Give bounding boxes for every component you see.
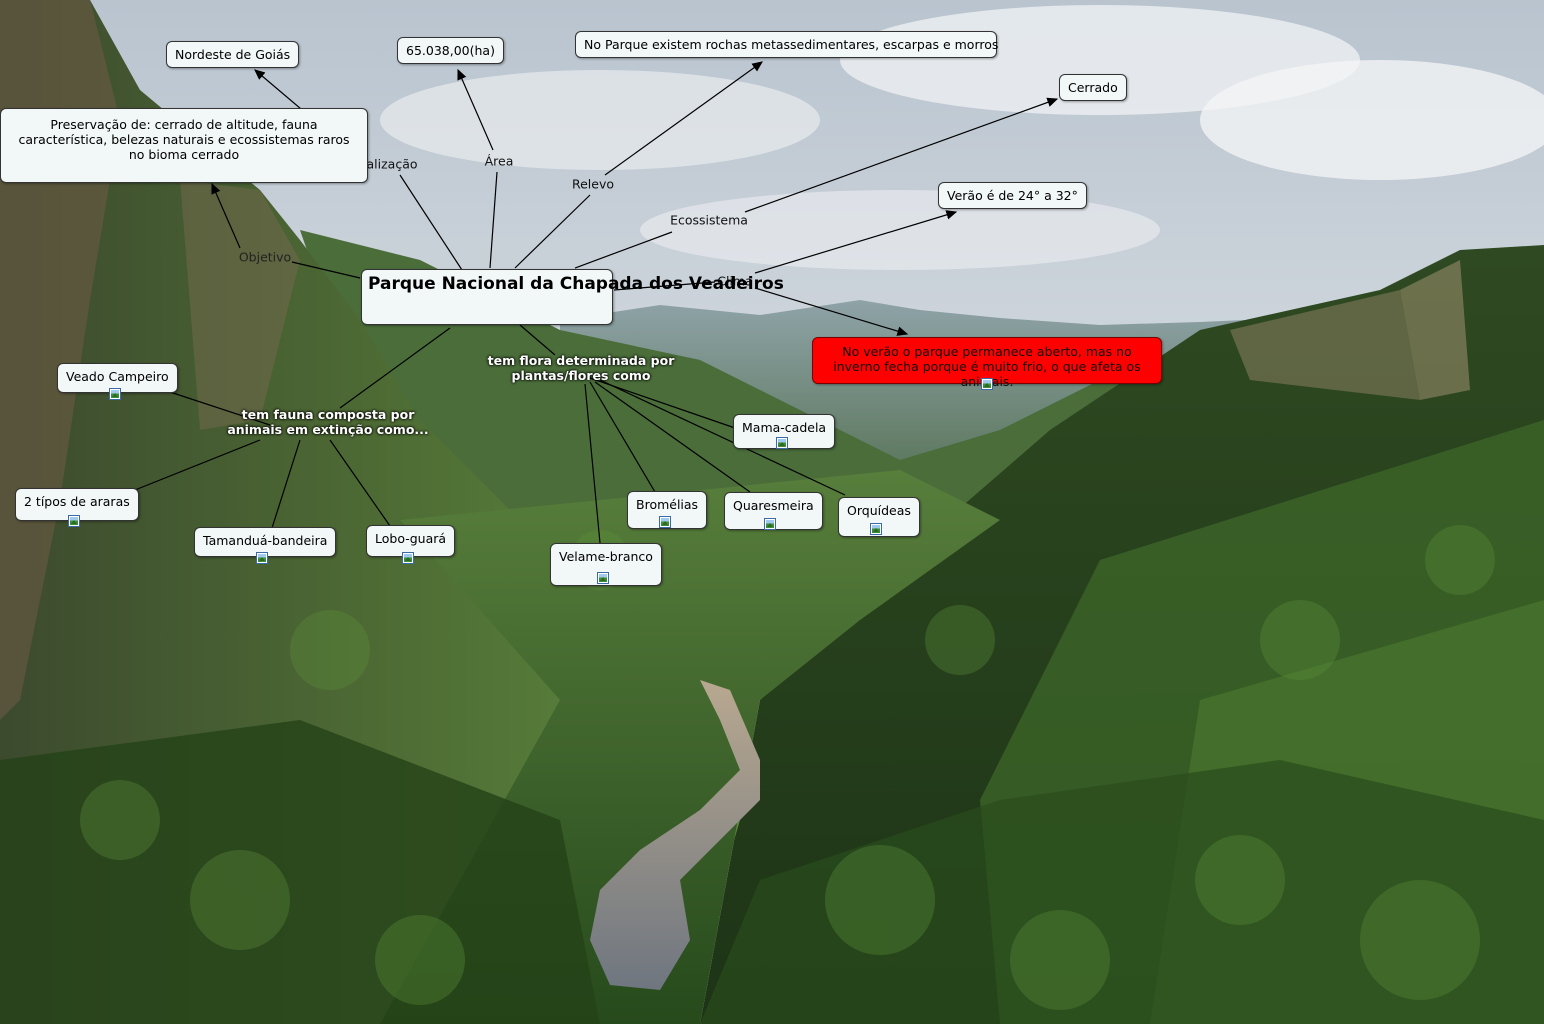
image-icon[interactable] — [402, 552, 414, 564]
node-cerrado[interactable]: Cerrado — [1059, 74, 1127, 101]
link-label-relevo: Relevo — [571, 176, 615, 192]
image-icon[interactable] — [597, 572, 609, 584]
node-relevo[interactable]: No Parque existem rochas metassedimentar… — [575, 31, 998, 58]
image-icon[interactable] — [870, 523, 882, 535]
image-icon[interactable] — [109, 388, 121, 400]
node-preservacao[interactable]: Preservação de: cerrado de altitude, fau… — [0, 108, 368, 183]
image-icon[interactable] — [659, 516, 671, 528]
link-label-fauna: tem fauna composta por animais em extinç… — [227, 407, 429, 437]
node-verao[interactable]: Verão é de 24° a 32° — [938, 182, 1087, 209]
image-icon[interactable] — [776, 437, 788, 449]
central-topic-node[interactable]: Parque Nacional da Chapada dos Veadeiros — [361, 269, 784, 325]
image-icon[interactable] — [68, 515, 80, 527]
image-icon[interactable] — [256, 552, 268, 564]
node-nordeste-de-goias[interactable]: Nordeste de Goiás — [166, 41, 300, 68]
image-icon[interactable] — [764, 518, 776, 530]
image-icon[interactable] — [981, 378, 993, 390]
node-lobo-guara[interactable]: Lobo-guará — [366, 525, 456, 557]
node-area-value[interactable]: 65.038,00(ha) — [397, 37, 504, 64]
node-inverno[interactable]: No verão o parque permanece aberto, mas … — [812, 337, 1162, 389]
link-label-area: Área — [484, 153, 514, 169]
link-label-localizacao: alização — [366, 156, 418, 172]
link-label-ecossistema: Ecossistema — [670, 212, 748, 228]
link-label-clima: Clima — [717, 273, 753, 289]
link-label-flora: tem flora determinada por plantas/flores… — [487, 353, 675, 383]
link-label-objetivo: Objetivo — [238, 249, 292, 265]
